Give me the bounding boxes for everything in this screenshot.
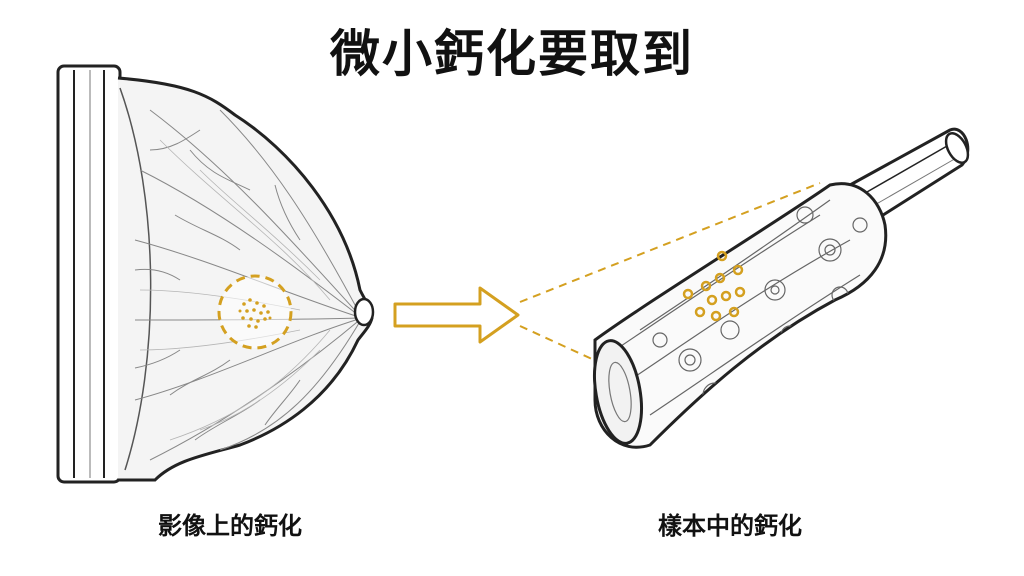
tissue-core — [593, 182, 888, 449]
calcification-dots-sample — [682, 250, 746, 322]
breast-illustration — [56, 64, 375, 484]
projection-line-upper — [519, 182, 821, 303]
calcification-highlight-circle — [217, 274, 293, 350]
direction-arrow — [393, 286, 520, 344]
compression-plate — [56, 64, 122, 484]
biopsy-needle — [849, 127, 970, 224]
projection-line-lower — [519, 325, 606, 366]
calcification-dots-image — [238, 298, 272, 329]
biopsy-sample-illustration — [519, 127, 970, 449]
sample-calcification-caption: 樣本中的鈣化 — [658, 512, 802, 540]
image-calcification-caption: 影像上的鈣化 — [158, 512, 302, 540]
nipple — [353, 297, 375, 327]
page-title: 微小鈣化要取到 — [330, 25, 694, 83]
